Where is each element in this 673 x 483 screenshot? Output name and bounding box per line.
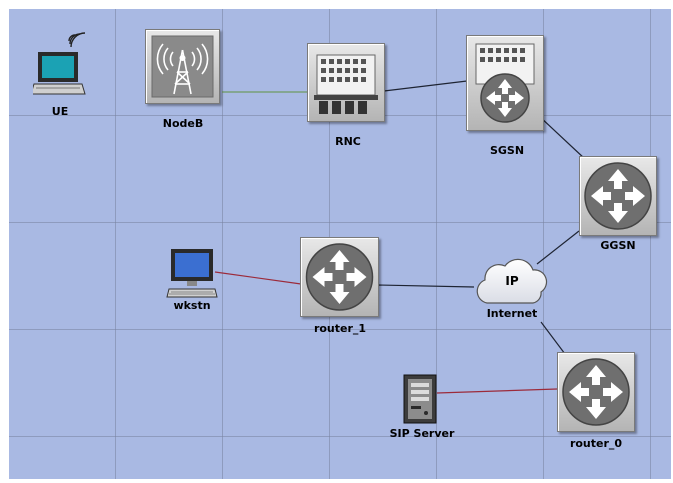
workstation-icon	[166, 249, 218, 298]
link-sipserver-router0[interactable]	[436, 388, 558, 394]
building-router-icon	[466, 35, 544, 131]
server-icon	[403, 374, 437, 424]
node-label: RNC	[335, 135, 361, 148]
link-sgsn-ggsn[interactable]	[538, 115, 586, 160]
link-wkstn-router1[interactable]	[214, 271, 302, 285]
node-nodeb[interactable]: NodeB	[144, 29, 224, 130]
link-rnc-sgsn[interactable]	[383, 80, 468, 92]
cloud-icon	[476, 258, 548, 304]
node-wkstn[interactable]: wkstn	[165, 247, 225, 317]
node-label: router_1	[313, 322, 367, 335]
node-rnc[interactable]: RNC	[307, 43, 387, 148]
node-label: wkstn	[173, 299, 211, 312]
node-router-1[interactable]: router_1	[300, 237, 382, 342]
node-label: SIP Server	[389, 427, 455, 440]
node-label: router_0	[569, 437, 623, 450]
node-ue[interactable]: UE	[33, 27, 93, 122]
node-label: GGSN	[600, 239, 636, 252]
node-sgsn[interactable]: SGSN	[466, 35, 548, 157]
router-icon	[579, 156, 657, 236]
router-icon	[557, 352, 635, 432]
node-sip-server[interactable]: SIP Server	[387, 369, 477, 444]
node-ggsn[interactable]: GGSN	[579, 156, 659, 256]
links-layer	[214, 80, 586, 394]
node-label: SGSN	[489, 144, 525, 157]
node-label: UE	[51, 105, 69, 118]
network-canvas[interactable]: UE	[9, 9, 671, 479]
router-icon	[300, 237, 379, 317]
antenna-tower-icon	[145, 29, 220, 104]
node-label: Internet	[486, 307, 538, 320]
node-router-0[interactable]: router_0	[557, 352, 639, 457]
laptop-icon	[33, 32, 86, 95]
link-internet-router0[interactable]	[540, 321, 566, 355]
node-internet[interactable]: IP Internet	[473, 253, 553, 325]
link-ggsn-internet[interactable]	[536, 230, 580, 265]
node-label: NodeB	[162, 117, 204, 130]
building-icon	[307, 43, 385, 122]
link-router1-internet[interactable]	[376, 284, 475, 288]
cloud-text: IP	[505, 274, 519, 288]
